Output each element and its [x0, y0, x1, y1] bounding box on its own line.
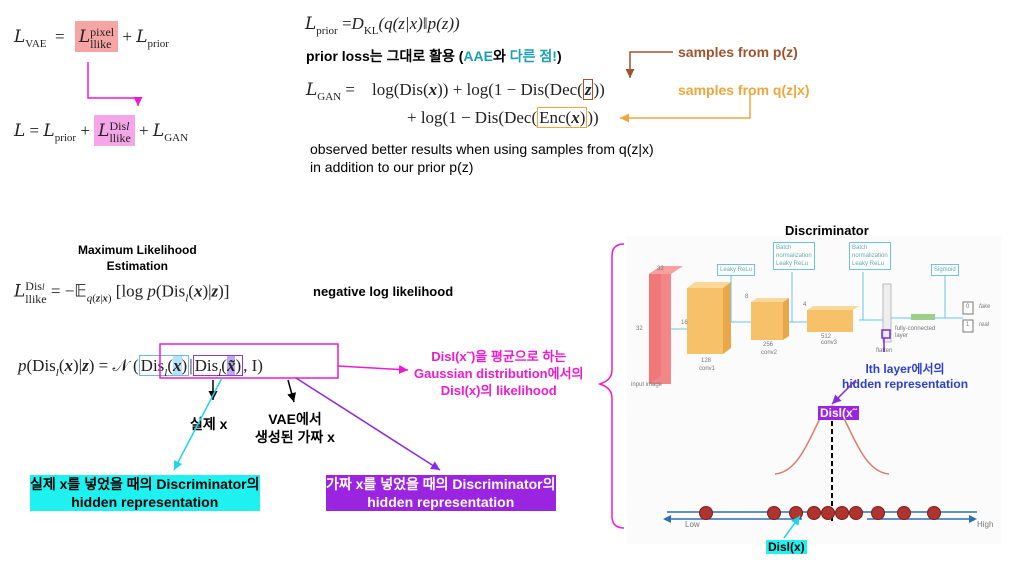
- sample-dot: [699, 506, 713, 520]
- discriminator-figure: 32 32 16 8 4 128 256 512 input image con…: [627, 236, 1001, 544]
- leaky-relu-box-1: Leaky ReLu: [717, 264, 756, 276]
- observed-note: observed better results when using sampl…: [310, 141, 654, 175]
- sample-dot: [835, 506, 849, 520]
- prior-note: prior loss는 그대로 활용 (AAE와 다른 점!): [306, 48, 562, 64]
- disl-tilde-label: Disl(x˜: [818, 406, 859, 420]
- lth-note: lth layer에서의 hidden representation: [842, 362, 969, 391]
- arch-one: 1: [966, 322, 970, 328]
- sample-dot: [807, 506, 821, 520]
- samples-pz-note: samples from p(z): [678, 44, 798, 60]
- sample-dot: [897, 506, 911, 520]
- sigmoid-box: Sigmoid: [931, 264, 959, 276]
- fake-hidden-label: 가짜 x를 넣었을 때의 Discriminator의 hidden repre…: [326, 475, 556, 511]
- arch-conv2-label: conv2: [761, 350, 778, 356]
- eq-gan-line2: + log(1 − Dis(Dec(Enc(x))): [407, 107, 599, 128]
- arch-zero: 0: [966, 304, 970, 310]
- fake-x-label: VAE에서 생성된 가짜 x: [255, 411, 335, 445]
- sample-dot: [927, 506, 941, 520]
- real-hidden-label: 실제 x를 넣었을 때의 Discriminator의 hidden repre…: [30, 475, 260, 511]
- arch-conv1-label: conv1: [699, 366, 716, 372]
- axis-high-label: High: [977, 520, 994, 529]
- arch-fake: fake: [979, 304, 991, 310]
- real-term: Disl(x): [138, 355, 190, 379]
- fake-term: Disl(x̃): [192, 355, 244, 379]
- nll-note: negative log likelihood: [313, 284, 454, 299]
- arch-input-label: input image: [631, 382, 663, 388]
- eq-gan-line1: LGAN = log(Dis(x)) + log(1 − Dis(Dec(z)): [306, 79, 605, 103]
- sample-dot: [821, 506, 835, 520]
- arch-n16: 16: [681, 320, 688, 326]
- arch-real: real: [979, 322, 990, 328]
- arch-n4: 4: [803, 302, 807, 308]
- sample-dot: [871, 506, 885, 520]
- samples-qzx-note: samples from q(z|x): [678, 82, 810, 98]
- sample-dot: [767, 506, 781, 520]
- arch-n512: 512: [821, 334, 832, 340]
- axis-low-label: Low: [685, 520, 700, 529]
- arch-n32-b: 32: [636, 326, 643, 332]
- mle-title: Maximum Likelihood Estimation: [78, 243, 197, 273]
- arch-n256: 256: [763, 342, 774, 348]
- eq-prior: Lprior =DKL(q(z|x)‖p(z)): [305, 14, 460, 37]
- gaussian-note: DisI(x˜)을 평균으로 하는 Gaussian distribution에…: [414, 349, 584, 398]
- arch-n128: 128: [701, 358, 712, 364]
- arch-n32-a: 32: [657, 266, 664, 272]
- disl-x-label: Disl(x): [766, 540, 807, 554]
- sample-dot: [849, 506, 863, 520]
- arch-conv3-label: conv3: [821, 340, 838, 346]
- arch-fc-label: fully-connected layer: [895, 326, 936, 339]
- eq-gaussian: p(Disl(x)|z) = 𝒩 (Disl(x)|Disl(x̃), I): [18, 355, 263, 379]
- disc-title: Discriminator: [785, 223, 869, 238]
- arch-n8: 8: [745, 294, 749, 300]
